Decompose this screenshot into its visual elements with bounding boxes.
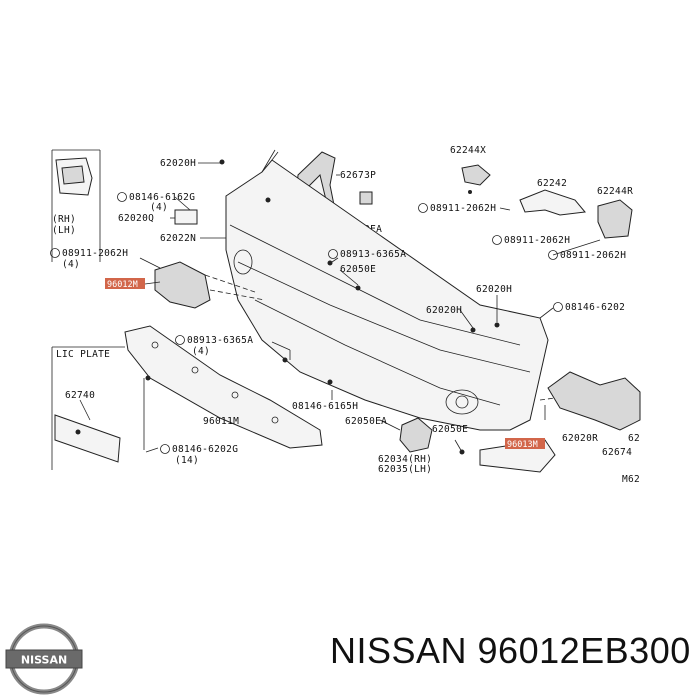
label-62050EA-b: 62050EA — [345, 416, 387, 427]
label-08146-6202G: 08146-6202G — [172, 444, 238, 455]
label-62035: 62035(LH) — [378, 464, 432, 475]
bumper-fascia — [225, 149, 549, 431]
label-08146-6202: 08146-6202 — [565, 302, 625, 313]
absorber-96011M: 96011M — [124, 325, 323, 450]
label-08911-2062H-c: 08911-2062H — [504, 235, 570, 246]
label-62020R: 62020R — [562, 433, 598, 444]
label-08911-2062H-d: 08911-2062H — [560, 250, 626, 261]
label-08911-2062H-b: 08911-2062H — [430, 203, 496, 214]
label-08911-2062H-a: 08911-2062H — [62, 248, 128, 259]
right-end-bracket: 96013M — [479, 371, 641, 473]
fasteners — [145, 159, 500, 385]
label-62673P: 62673P — [340, 170, 376, 181]
label-08146-6165H: 08146-6165H — [292, 401, 358, 412]
label-62674: 62674 — [602, 447, 632, 458]
label-62020H-a: 62020H — [160, 158, 196, 169]
label-96012M: 96012M — [107, 280, 138, 290]
label-08913-6365A-a-qty: (4) — [192, 346, 210, 357]
label-96011M: 96011M — [203, 416, 239, 427]
label-08913-6365A-a: 08913-6365A — [187, 335, 253, 346]
label-08146-6162G: 08146-6162G — [129, 192, 195, 203]
label-08146-6202G-qty: (14) — [175, 455, 199, 466]
label-rh: (RH) — [52, 214, 76, 225]
part-labels: 62020H 08146-6162G (4) 62020Q 62022N 089… — [50, 145, 640, 485]
label-62: 62 — [628, 433, 640, 444]
product-caption: NISSAN 96012EB300 — [330, 630, 691, 671]
label-62050E-a: 62050E — [340, 264, 376, 275]
inset-fog-lamp-partial: (RH) (LH) — [51, 149, 101, 262]
label-62244R: 62244R — [597, 186, 633, 197]
label-lh: (LH) — [52, 225, 76, 236]
label-62244X: 62244X — [450, 145, 486, 156]
label-96013M: 96013M — [507, 440, 538, 450]
label-62020H-b: 62020H — [426, 305, 462, 316]
reinforcement-96012M: 96012M — [105, 261, 266, 309]
label-62050E-b: 62050E — [432, 424, 468, 435]
label-08913-6365A-b: 08913-6365A — [340, 249, 406, 260]
label-62022N: 62022N — [160, 233, 196, 244]
inset-license-plate: LIC PLATE 62740 — [51, 346, 125, 470]
logo-text: NISSAN — [21, 654, 67, 667]
label-62034: 62034(RH) — [378, 454, 432, 465]
nissan-logo: NISSAN — [5, 623, 83, 695]
right-bracket-62242 — [461, 164, 633, 239]
fog-lamp-bracket — [399, 417, 465, 455]
label-M62: M62 — [622, 474, 640, 485]
label-62020H-c: 62020H — [476, 284, 512, 295]
label-62242: 62242 — [537, 178, 567, 189]
label-08146-6162G-qty: (4) — [150, 202, 168, 213]
label-lic-plate: LIC PLATE — [56, 349, 110, 360]
label-08911-2062H-a-qty: (4) — [62, 259, 80, 270]
label-62020Q: 62020Q — [118, 213, 154, 224]
label-62740: 62740 — [65, 390, 95, 401]
